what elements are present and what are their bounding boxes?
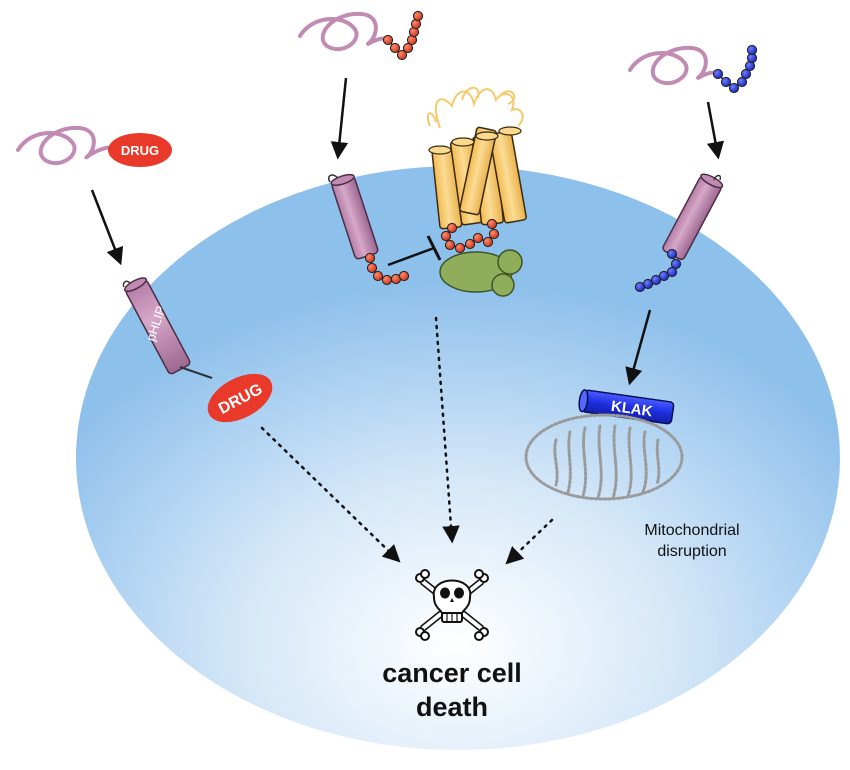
drug-label-outside: DRUG <box>121 143 159 158</box>
red-bead <box>472 232 484 244</box>
phlip-tail <box>122 280 131 288</box>
blue-bead <box>740 68 752 80</box>
blue-bead <box>746 44 758 56</box>
blue-bead <box>712 68 724 80</box>
blue-bead <box>736 76 748 88</box>
red-bead <box>444 239 456 251</box>
red-bead <box>364 252 376 264</box>
red-bead <box>446 222 458 234</box>
death-label-line2: death <box>416 692 488 722</box>
red-peptide-beads <box>364 10 500 286</box>
red-bead <box>440 230 452 242</box>
phlip-klak-conjugate-outside <box>628 45 720 86</box>
gpcr-receptor <box>426 86 527 230</box>
receptor-extracellular-loops <box>426 86 524 129</box>
blue-bead <box>670 258 682 270</box>
red-bead <box>464 238 476 250</box>
arrow-middle-entry <box>330 77 349 160</box>
inhibition-symbol <box>387 235 442 267</box>
arrow-right-entry <box>706 101 725 160</box>
blue-bead <box>666 248 678 260</box>
phlip-tail-middle <box>327 174 339 183</box>
red-bead <box>381 274 393 286</box>
blue-bead <box>658 270 670 282</box>
red-bead <box>389 42 401 54</box>
arrow-left-entry <box>90 189 124 266</box>
red-bead <box>412 10 424 22</box>
skull-crossbones-icon <box>415 569 489 641</box>
drug-payload-outside <box>108 133 172 167</box>
red-bead <box>454 242 466 254</box>
mitochondrial-label-line2: disruption <box>657 543 726 560</box>
phlip-drug-conjugate-outside: DRUG <box>16 125 172 167</box>
death-label-line1: cancer cell <box>382 658 522 688</box>
red-bead <box>366 262 378 274</box>
mitochondrial-label-line1: Mitochondrial <box>644 522 739 539</box>
blue-klak-beads <box>634 44 758 293</box>
unstructured-peptide-squiggle-middle <box>298 11 390 52</box>
red-bead <box>382 34 394 46</box>
arrow-right-internal <box>625 309 652 386</box>
red-bead <box>372 270 384 282</box>
unstructured-peptide-squiggle <box>16 125 124 166</box>
blue-bead <box>650 274 662 286</box>
g-protein <box>439 249 523 297</box>
phlip-helix-inserted <box>123 277 191 375</box>
phlip-linker <box>179 366 213 379</box>
phlip-helix-right <box>662 173 724 261</box>
red-bead <box>486 218 498 230</box>
disrupted-mitochondrion <box>524 413 684 501</box>
phlip-tail-right <box>713 174 722 181</box>
blue-bead <box>720 76 732 88</box>
blue-bead <box>666 266 678 278</box>
red-bead <box>488 228 500 240</box>
blue-bead <box>634 281 646 293</box>
phlip-peptide-conjugate-outside <box>298 11 390 52</box>
blue-bead <box>728 82 740 94</box>
red-bead <box>398 270 410 282</box>
dotted-arrow-middle <box>434 316 460 544</box>
red-bead <box>482 236 494 248</box>
red-bead <box>396 49 408 61</box>
dotted-arrow-right <box>505 518 554 565</box>
dotted-arrow-left <box>260 426 401 563</box>
red-bead <box>402 42 414 54</box>
unstructured-peptide-squiggle-right <box>628 45 720 86</box>
